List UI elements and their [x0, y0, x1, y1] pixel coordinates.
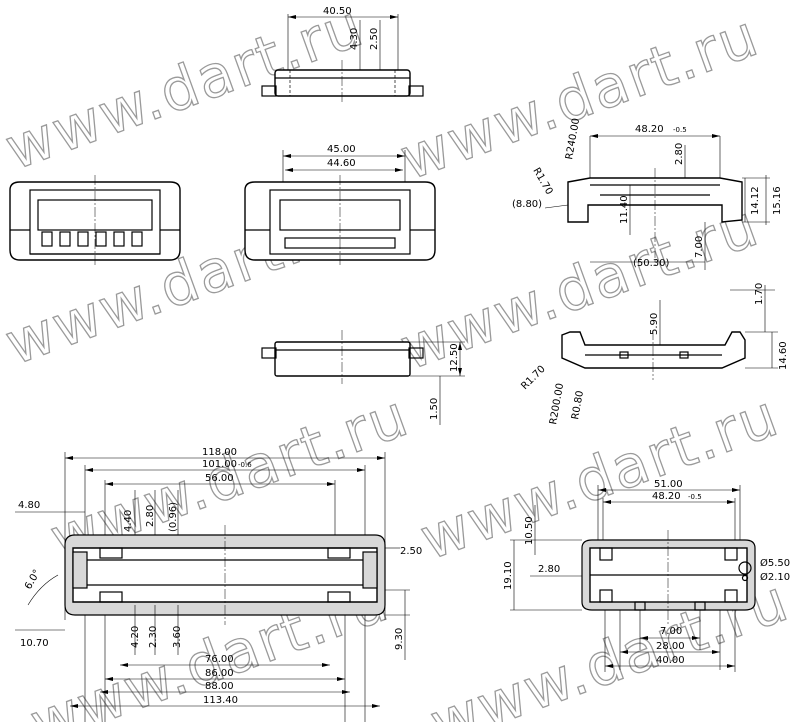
dim-sl-h-096: (0.96)	[168, 502, 179, 532]
dim-sr-d-550: Ø5.50	[760, 557, 790, 569]
watermark: www.dart.ru	[392, 1, 768, 193]
dim-sr-h-280: 2.80	[538, 564, 560, 575]
dim-sr-w-7: 7.00	[660, 626, 682, 637]
dim-sr-w-40: 40.00	[656, 655, 685, 666]
dim-sl-w-88: 88.00	[205, 681, 234, 692]
dim-sl-h-1070: 10.70	[20, 638, 49, 649]
dim-srt-w-tol: -0.5	[673, 126, 687, 134]
dim-front-w1: 45.00	[327, 144, 356, 155]
front-view-middle: 45.00 44.60	[244, 144, 436, 266]
side-view: 12.50 1.50	[261, 330, 465, 425]
dim-sl-w-101: 101.00	[202, 459, 237, 470]
dim-sl-h-420: 4.20	[130, 626, 141, 648]
dim-sl-h-230: 2.30	[148, 626, 159, 648]
dim-sl-w-total: 118.00	[202, 447, 237, 458]
front-view-left	[9, 175, 181, 266]
top-view: 40.50 4.30 2.50	[261, 6, 424, 104]
dim-srt-h-top: 2.80	[674, 143, 685, 165]
dim-side-t: 1.50	[429, 398, 440, 420]
dim-srt-ref-bottom: (50.30)	[633, 258, 670, 269]
dim-side-h: 12.50	[449, 343, 460, 372]
dim-srb-r2: R200.00	[548, 382, 566, 425]
side-right-top: 48.20 -0.5 R1.70 R240.00 2.80 (8.80) 11.…	[512, 117, 783, 270]
dim-srb-r3: R0.80	[570, 390, 586, 421]
dim-sr-w-48: 48.20	[652, 491, 681, 502]
dim-sl-angle: 6.0°	[23, 568, 43, 592]
pin-row	[41, 231, 143, 247]
dim-srb-h: 14.60	[778, 341, 789, 370]
dim-srt-h1: 11.40	[619, 195, 630, 224]
dim-sr-h-1050: 10.50	[524, 516, 535, 545]
dim-srt-w: 48.20	[635, 124, 664, 135]
dim-srt-h-low: 7.00	[694, 236, 705, 258]
dim-sl-h-440: 4.40	[123, 510, 134, 532]
dim-sl-w-76: 76.00	[205, 654, 234, 665]
section-left: 118.00 101.00 -0.6 56.00 4.40 2.80 (0.96…	[15, 447, 422, 722]
dim-srb-r1: R1.70	[519, 364, 547, 392]
dim-sl-h-930: 9.30	[394, 628, 405, 650]
dim-sr-h-1910: 19.10	[503, 561, 514, 590]
dim-srb-h-top: 1.70	[754, 283, 765, 305]
dim-sr-w-28: 28.00	[656, 641, 685, 652]
dim-srt-ref-left: (8.80)	[512, 199, 542, 210]
dim-sl-w-86: 86.00	[205, 668, 234, 679]
dim-sl-w-11340: 113.40	[203, 695, 238, 706]
dim-srb-h-mid: 5.90	[649, 313, 660, 335]
dim-sl-h-280: 2.80	[145, 505, 156, 527]
dim-sr-w-48-tol: -0.5	[688, 493, 702, 501]
dim-top-h1: 4.30	[349, 28, 360, 50]
dim-sl-h-360: 3.60	[172, 626, 183, 648]
dim-sr-d-210: Ø2.10	[760, 571, 790, 583]
dim-sl-h-250: 2.50	[400, 546, 422, 557]
dim-top-width: 40.50	[323, 6, 352, 17]
dim-srt-r1: R1.70	[530, 166, 554, 197]
dim-sl-w-56: 56.00	[205, 473, 234, 484]
dim-sr-w-51: 51.00	[654, 479, 683, 490]
dim-srt-h2: 14.12	[750, 186, 761, 215]
dim-sl-h-480: 4.80	[18, 500, 40, 511]
dim-front-w2: 44.60	[327, 158, 356, 169]
dim-srt-h3: 15.16	[772, 186, 783, 215]
dim-top-h2: 2.50	[369, 28, 380, 50]
dim-sl-w-101-tol: -0.6	[238, 461, 252, 469]
section-right: 51.00 48.20 -0.5 10.50 19.10 2.80 Ø5.50 …	[503, 479, 790, 672]
